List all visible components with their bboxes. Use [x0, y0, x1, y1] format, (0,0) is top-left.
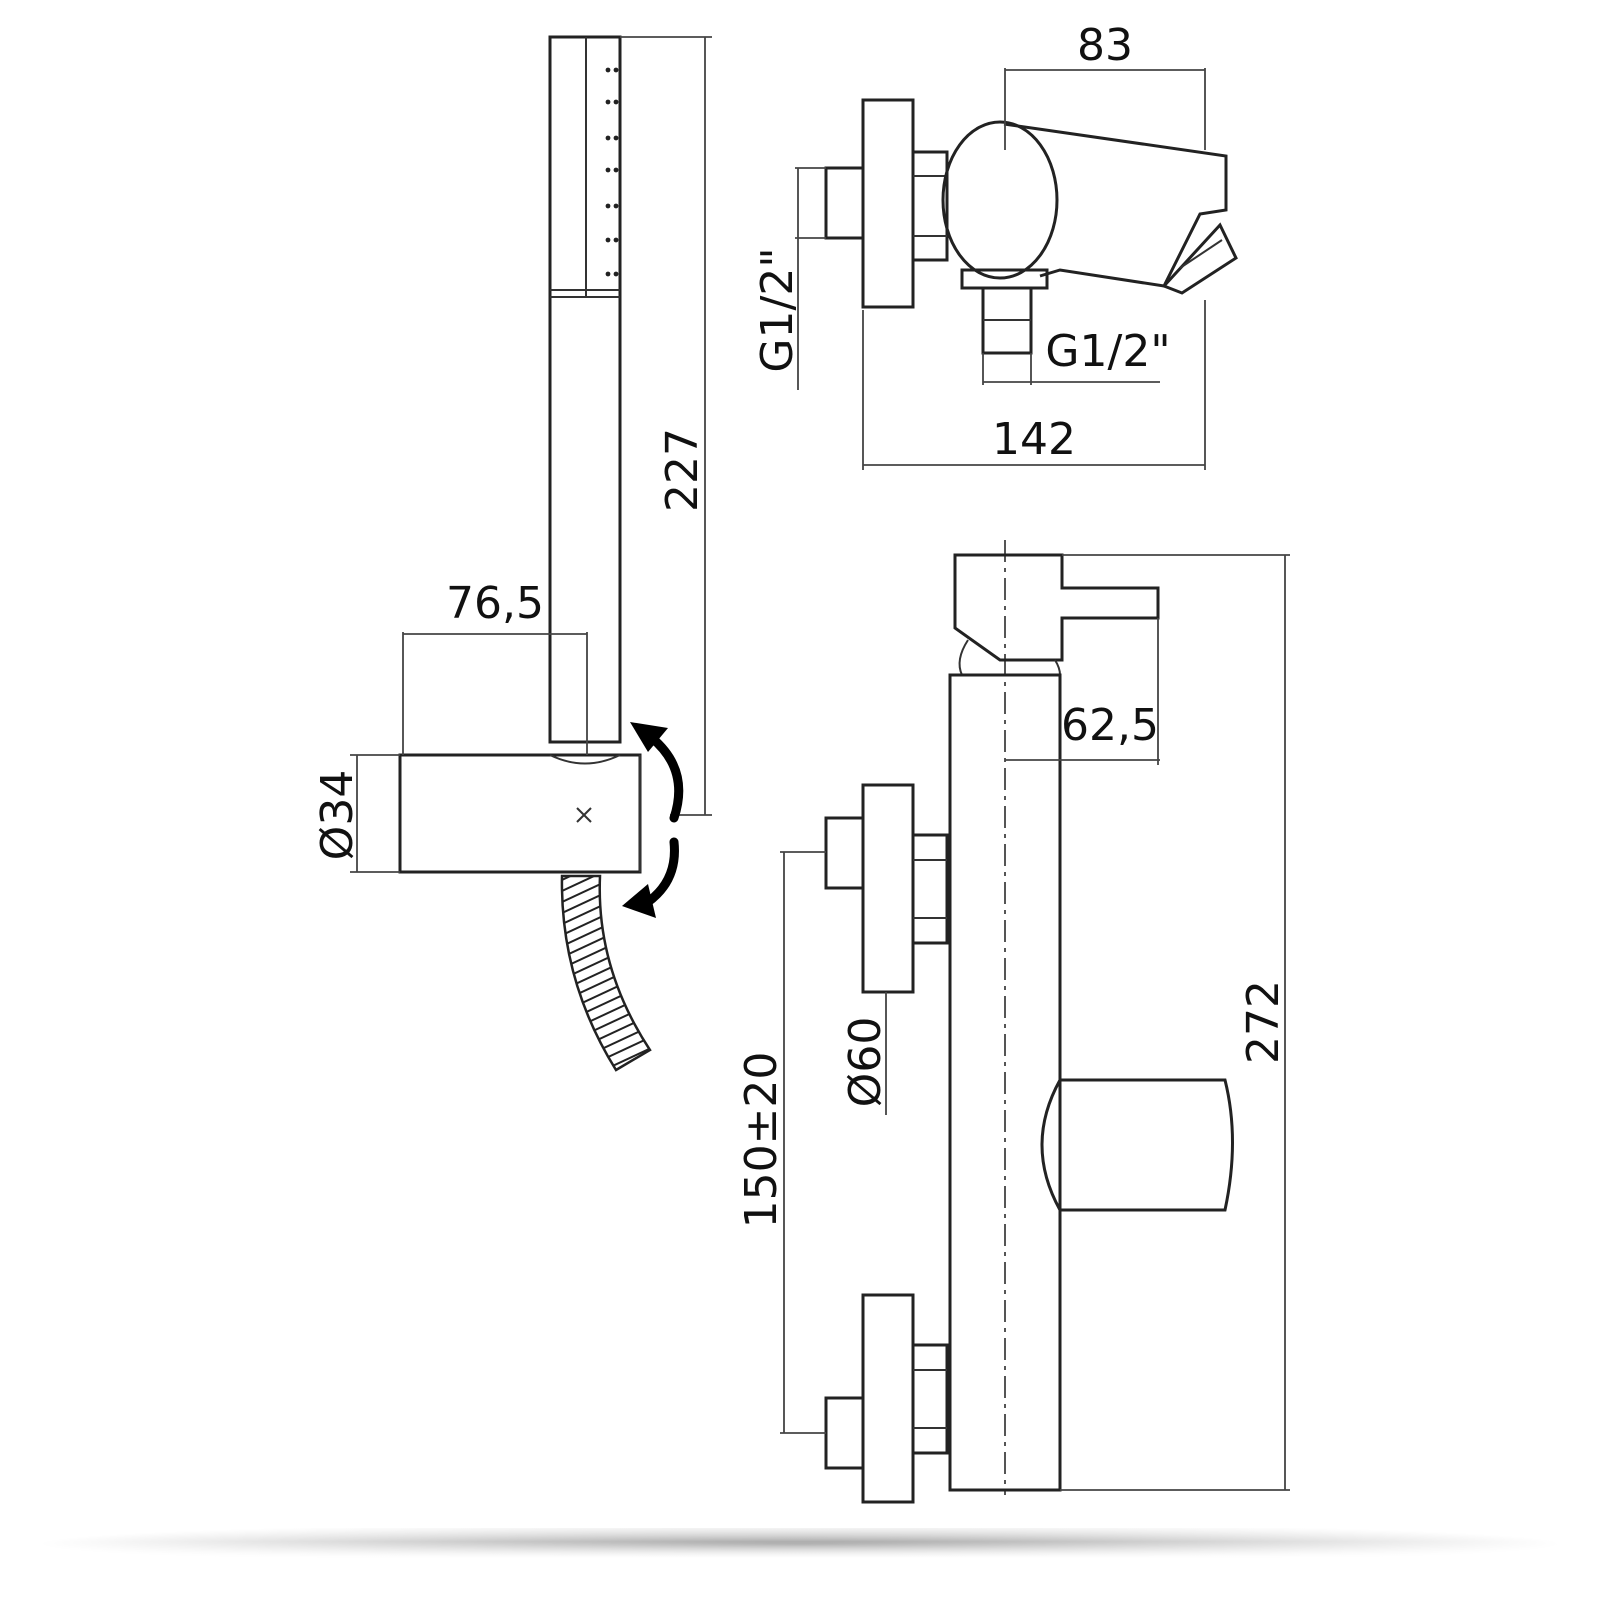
holder-center-mark [576, 807, 592, 823]
hand-shower: 227 76,5 Ø34 [312, 35, 712, 1072]
mixer-top-view: 83 G1/2" G1/2" 142 [752, 20, 1238, 470]
top-view-lever [1003, 122, 1228, 288]
dim-mixer-depth: 83 [1077, 20, 1133, 71]
holder-cradle [549, 754, 621, 765]
wall-holder-body [398, 753, 642, 874]
dim-overall-width: 142 [992, 414, 1076, 465]
dim-inlet-thread-left: G1/2" [752, 247, 803, 372]
front-view-lever [953, 553, 1160, 662]
top-view-inlet [824, 166, 865, 240]
floor-shadow [40, 1522, 1560, 1566]
front-view-upper-inlet [824, 816, 865, 890]
top-view-cartridge [941, 120, 1059, 280]
dim-overall-height: 272 [1238, 980, 1289, 1064]
nozzle-dots [605, 67, 619, 277]
dim-inlet-centres: 150±20 [736, 1052, 787, 1229]
dim-flange-diameter: Ø60 [840, 1017, 891, 1108]
shower-hose [560, 874, 652, 1072]
front-view-lower-nut [911, 1343, 949, 1455]
dim-hand-shower-length: 227 [657, 428, 708, 512]
mixer-front-view: 62,5 272 Ø60 150±20 [736, 540, 1290, 1504]
dim-spout-projection: 62,5 [1061, 700, 1159, 751]
front-view-upper-nut [911, 833, 949, 945]
dim-holder-projection: 76,5 [446, 578, 544, 629]
dim-outlet-thread-bottom: G1/2" [1045, 326, 1170, 377]
rotation-arrow-icon [622, 722, 684, 918]
top-view-nut [911, 150, 949, 262]
dim-holder-diameter: Ø34 [312, 770, 363, 861]
front-view-spout [1040, 1078, 1234, 1212]
front-view-lever-neck [958, 639, 969, 676]
top-view-flange [861, 98, 915, 309]
front-view-upper-flange [861, 783, 915, 994]
front-view-lower-inlet [824, 1396, 865, 1470]
front-view-lower-flange [861, 1293, 915, 1504]
top-view-spout-tip [1161, 222, 1238, 295]
